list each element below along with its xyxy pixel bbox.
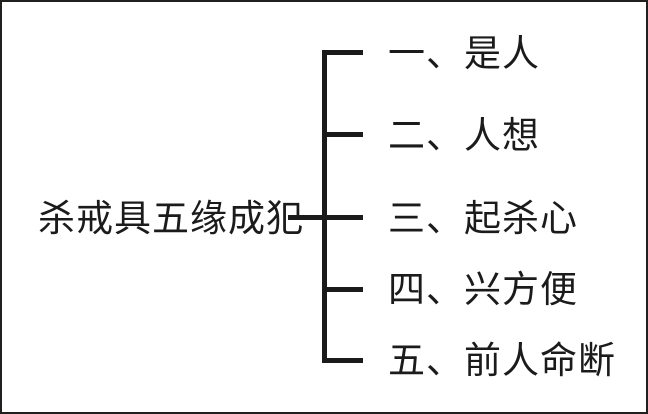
root-label: 杀戒具五缘成犯	[38, 196, 304, 240]
branch-tick-5	[322, 358, 363, 363]
branch-item-3: 三、起杀心	[388, 196, 578, 240]
branch-tick-3	[322, 215, 363, 220]
branch-item-5: 五、前人命断	[388, 338, 616, 382]
branch-tick-2	[322, 132, 363, 137]
branch-item-1: 一、是人	[388, 31, 540, 75]
bracket-spine	[322, 50, 327, 363]
branch-item-4: 四、兴方便	[388, 267, 578, 311]
branch-tick-1	[322, 50, 363, 55]
branch-item-2: 二、人想	[388, 113, 540, 157]
branch-tick-4	[322, 287, 363, 292]
